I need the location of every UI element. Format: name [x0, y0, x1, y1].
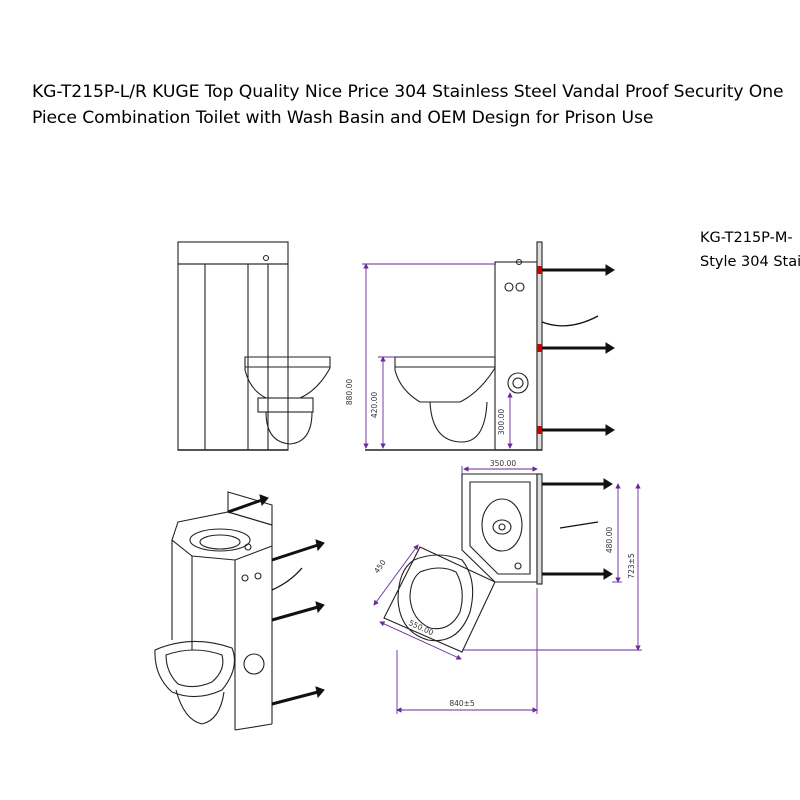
side-dimensions — [362, 263, 513, 449]
iso-anchor-bolts — [227, 494, 325, 706]
dim-overall-depth: 723±5 — [627, 553, 636, 579]
dim-bowl-width: 450 — [372, 558, 388, 575]
side-view — [365, 241, 543, 451]
side-caption: KG-T215P-M- Style 304 Stai — [700, 226, 800, 274]
side-caption-line-1: KG-T215P-M- — [700, 230, 793, 246]
top-dimensions — [373, 466, 642, 714]
top-basin-deck — [461, 473, 538, 583]
title-line-2: Piece Combination Toilet with Wash Basin… — [32, 108, 654, 128]
iso-basin — [189, 528, 251, 552]
side-bowl — [394, 356, 496, 403]
title-line-1: KG-T215P-L/R KUGE Top Quality Nice Price… — [32, 82, 784, 102]
push-button-icon — [504, 282, 514, 292]
top-bowl-outline — [383, 546, 496, 653]
dim-overall-width: 840±5 — [449, 699, 475, 708]
isometric-view — [154, 491, 273, 731]
top-anchor-bolts — [542, 478, 613, 580]
dim-basin-depth: 480.00 — [605, 527, 614, 553]
side-caption-line-2: Style 304 Stai — [700, 254, 800, 270]
dim-seat-height: 420.00 — [370, 392, 379, 418]
dim-overall-height: 880.00 — [345, 379, 354, 405]
side-access-port-icon — [507, 372, 529, 394]
iso-access-port-icon — [243, 653, 265, 675]
iso-bowl-rim — [154, 640, 235, 698]
side-anchor-bolts — [537, 264, 615, 436]
iso-basin-deck — [171, 511, 273, 561]
dim-outlet-height: 300.00 — [497, 409, 506, 435]
front-view — [177, 241, 331, 451]
front-top-cover — [177, 241, 289, 265]
front-trap — [265, 411, 313, 445]
dim-top-width: 350.00 — [490, 459, 516, 468]
iso-button-icon — [241, 574, 249, 582]
top-basin — [481, 498, 523, 552]
product-title: KG-T215P-L/R KUGE Top Quality Nice Price… — [32, 80, 798, 132]
